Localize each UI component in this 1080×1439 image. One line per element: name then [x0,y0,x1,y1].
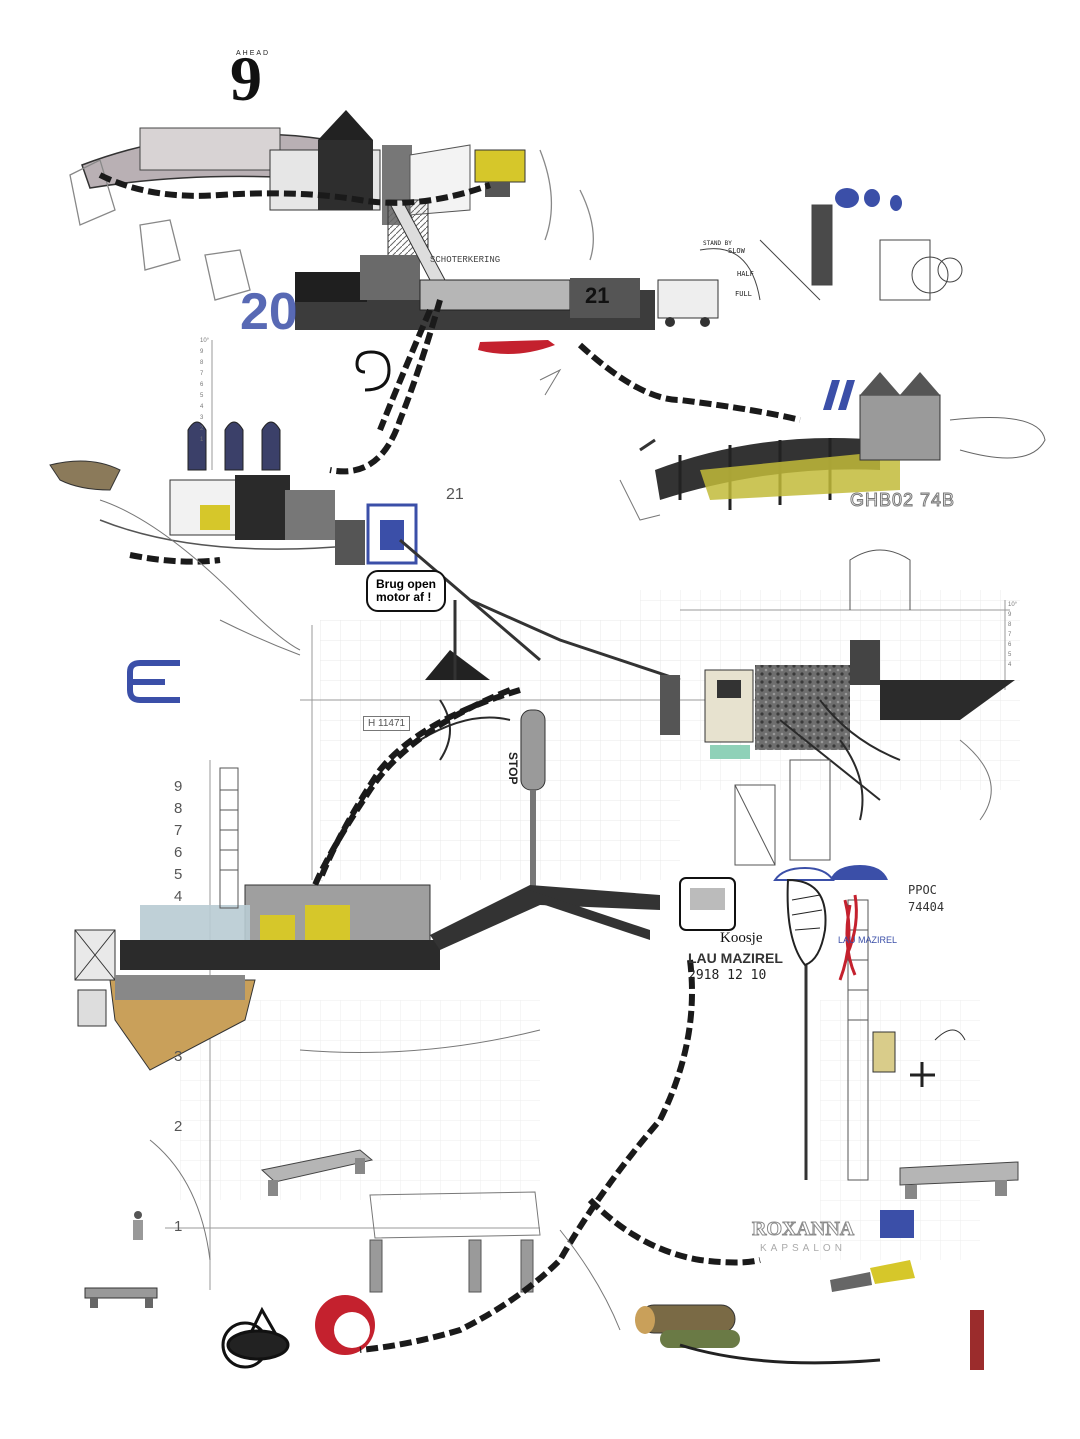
striped-pod [786,878,827,967]
bridge-code: GHB02 74B [849,490,956,511]
speech-bubble: Brug open motor af ! [366,570,446,612]
scale-tick: 8 [174,800,183,817]
scale-tick: 10° [200,338,210,344]
scale-tick: 2 [174,1118,183,1135]
lau-mazirel-2: LAU MAZIREL [838,935,898,945]
scale-tick: 5 [1008,652,1012,658]
scale-tick: 6 [200,382,204,388]
signpost [830,1210,915,1292]
benches [84,1149,1019,1308]
red-ring [315,1295,375,1355]
grid-panel [320,620,680,880]
top-pier [81,110,526,261]
sketch-barriers [69,149,594,301]
red-bollard [970,1310,984,1370]
scale-tick: 6 [174,844,183,861]
telegraph-label-slow: SLOW [728,247,745,255]
plate-h: H 11471 [363,716,411,731]
bubble-line-2: motor af ! [376,590,432,604]
top-glyph-caption: AHEAD [236,50,271,57]
bicycle [221,1306,290,1369]
cars [773,865,888,881]
arched-windows [187,421,281,471]
scale-tick: 9 [200,349,204,355]
left-ladder [219,767,239,909]
doorbell-panel [679,877,736,931]
spiral-doodle [355,350,391,392]
height-scale-right: 10° 9 8 7 6 5 4 [1008,602,1022,672]
number-21: 21 [446,486,464,503]
logs [635,1304,881,1365]
scale-tick: 1 [174,1218,183,1235]
telegraph-label-standby: STAND BY [703,240,732,247]
telegraph-dial [699,204,963,301]
scale-tick: 8 [1008,622,1012,628]
scale-tick: 4 [200,404,204,410]
letter-e: E [0,0,1,1]
left-dock [49,460,418,565]
scale-tick: 7 [200,371,204,377]
bubble-line-1: Brug open [376,577,436,591]
scale-tick: 7 [1008,632,1012,638]
ppoc-code-1: PPOC [908,883,937,897]
intercom-cube [660,549,1015,759]
scale-tick: 10° [1008,602,1018,608]
scale-tick: 9 [1008,612,1012,618]
dashed-paths [98,172,801,1353]
bus-outline [369,1191,541,1239]
scale-tick: 5 [174,866,183,883]
scale-tick: 6 [1008,642,1012,648]
lower-left-platform [74,884,660,1071]
number-20: 20 [240,283,298,341]
scale-tick: 5 [200,393,204,399]
scale-tick: 4 [1008,662,1012,668]
scale-tick: 8 [200,360,204,366]
bollards [369,1239,534,1293]
right-tower [734,759,869,1181]
kapsalon: KAPSALON [760,1243,846,1254]
koosje: Koosje [720,930,763,946]
house-numbers: 2918 12 10 [688,968,767,983]
scale-tick: 4 [174,888,183,905]
bridge-banner: SCHOTERKERING [430,255,501,265]
ppoc-code-2: 74404 [908,900,945,914]
lower-right-fixtures [872,1029,966,1087]
scale-tick: 1 [200,437,204,443]
red-scribble [838,894,858,981]
person [133,1211,143,1240]
lifting-bridge [295,199,719,354]
telegraph-label-half: HALF [737,270,754,278]
scale-tick: 7 [174,822,183,839]
axis-lines [165,340,1010,1290]
top-glyph: 9 [230,43,262,114]
lau-mazirel-1: LAU MAZIREL [688,950,783,966]
arched-bridge [619,372,1046,521]
telegraph-label-full: FULL [735,290,752,298]
roxanna: ROXANNA [751,1218,855,1241]
scale-tick: 3 [174,1048,183,1065]
number-21-tag: 21 [585,283,610,308]
height-scale-small: 10° 9 8 7 6 5 4 3 2 1 [200,338,214,458]
height-scale-main: 9 8 7 6 5 4 3 2 1 [174,778,198,1248]
scale-tick: 2 [200,426,204,432]
stop-sign: STOP [506,752,520,785]
letter-e-glyph [127,660,180,703]
blue-dots [835,188,902,211]
stop-pole [520,709,546,900]
scale-tick: 9 [174,778,183,795]
sketch-lines [99,368,992,1331]
scale-tick: 3 [200,415,204,421]
